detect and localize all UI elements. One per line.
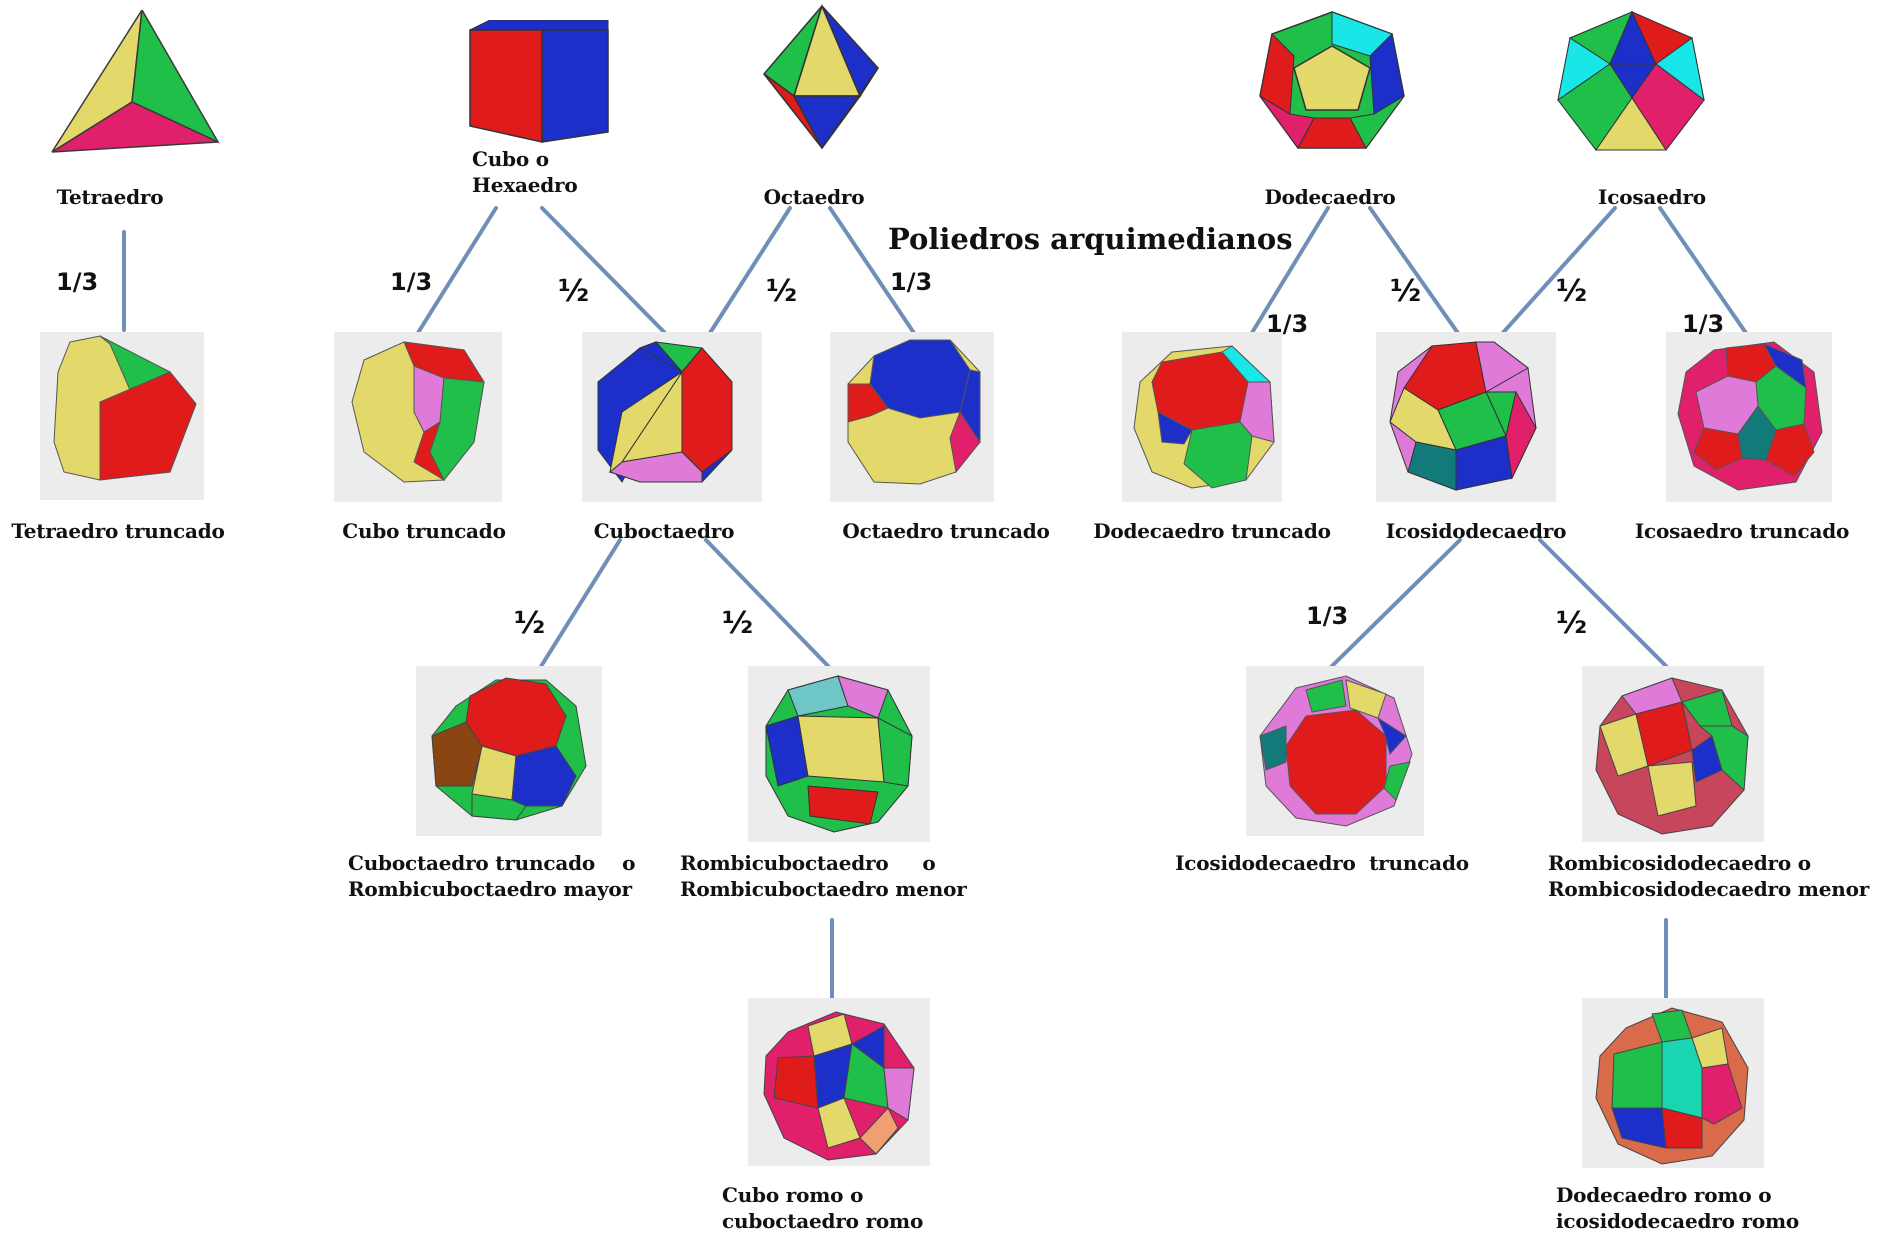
edge-cube-cubocta xyxy=(540,206,670,338)
ratio-dodeca-icosidodeca: ½ xyxy=(1390,274,1422,309)
ratio-cube-trunc: 1/3 xyxy=(390,268,433,296)
edge-icosa-icosidodeca xyxy=(1498,206,1617,338)
label-tetrahedron: Tetraedro xyxy=(56,185,164,209)
edge-icosa-trunc xyxy=(1658,206,1750,338)
snub-cube-image xyxy=(748,998,930,1166)
ratio-icosidodeca-trunc: 1/3 xyxy=(1306,602,1349,630)
edge-icosidodeca-rhombi xyxy=(1538,538,1670,670)
ratio-tetra: 1/3 xyxy=(56,268,99,296)
label-truncated-octahedron: Octaedro truncado xyxy=(842,519,1050,543)
ratio-octa-trunc: 1/3 xyxy=(890,268,933,296)
snub-dodecahedron-image xyxy=(1582,998,1764,1168)
truncated-tetrahedron-image xyxy=(40,332,204,500)
dodecahedron-image xyxy=(1258,10,1406,158)
label-truncated-icosahedron: Icosaedro truncado xyxy=(1634,519,1850,543)
edge-octa-trunc xyxy=(828,206,918,338)
label-snub-dodecahedron: Dodecaedro romo o icosidodecaedro romo xyxy=(1556,1183,1800,1233)
ratio-icosa-trunc: 1/3 xyxy=(1682,310,1725,338)
label-rhombicosidodecahedron: Rombicosidodecaedro o Rombicosidodecaedr… xyxy=(1548,851,1870,901)
truncated-octahedron-image xyxy=(830,332,994,502)
ratio-dodeca-trunc: 1/3 xyxy=(1266,310,1309,338)
ratio-cubocta-rhombi: ½ xyxy=(722,606,754,641)
edge-dodeca-icosidodeca xyxy=(1368,206,1462,338)
edge-cubocta-trunccubocta xyxy=(538,538,622,670)
cuboctahedron-image xyxy=(582,332,762,502)
truncated-icosidodecahedron-image xyxy=(1246,666,1424,836)
label-rhombicuboctahedron: Rombicuboctaedro o Rombicuboctaedro meno… xyxy=(680,851,967,901)
label-dodecahedron: Dodecaedro xyxy=(1264,185,1396,209)
rhombicuboctahedron-image xyxy=(748,666,930,842)
label-truncated-cuboctahedron: Cuboctaedro truncado o Rombicuboctaedro … xyxy=(348,851,636,901)
diagram-title: Poliedros arquimedianos xyxy=(888,222,1293,256)
label-cube: Cubo o Hexaedro xyxy=(472,147,578,197)
edge-cube-trunc xyxy=(414,206,498,338)
edge-cubocta-rhombi xyxy=(704,538,832,670)
label-octahedron: Octaedro xyxy=(763,185,865,209)
edge-dodeca-trunc xyxy=(1248,206,1330,338)
truncated-cuboctahedron-image xyxy=(416,666,602,836)
label-icosidodecahedron: Icosidodecaedro xyxy=(1385,519,1567,543)
label-icosahedron: Icosaedro xyxy=(1598,185,1706,209)
truncated-dodecahedron-image xyxy=(1122,332,1282,502)
rhombicosidodecahedron-image xyxy=(1582,666,1764,842)
label-cuboctahedron: Cuboctaedro xyxy=(593,519,735,543)
truncated-icosahedron-image xyxy=(1666,332,1832,502)
edge-octa-cubocta xyxy=(706,206,792,338)
ratio-cubocta-trunc: ½ xyxy=(514,606,546,641)
ratio-cube-cubocta: ½ xyxy=(558,274,590,309)
label-truncated-dodecahedron: Dodecaedro truncado xyxy=(1093,519,1331,543)
octahedron-image xyxy=(762,3,880,150)
icosidodecahedron-image xyxy=(1376,332,1556,502)
label-truncated-tetrahedron: Tetraedro truncado xyxy=(11,519,225,543)
ratio-icosa-icosidodeca: ½ xyxy=(1556,274,1588,309)
tetrahedron-image xyxy=(50,7,220,155)
label-truncated-icosidodecahedron: Icosidodecaedro truncado xyxy=(1175,851,1469,875)
icosahedron-image xyxy=(1556,10,1706,160)
cube-image xyxy=(468,19,610,145)
edge-icosidodeca-trunc xyxy=(1328,538,1462,670)
label-truncated-cube: Cubo truncado xyxy=(342,519,506,543)
label-snub-cube: Cubo romo o cuboctaedro romo xyxy=(722,1183,924,1233)
ratio-octa-cubocta: ½ xyxy=(766,274,798,309)
ratio-icosidodeca-rhombi: ½ xyxy=(1556,606,1588,641)
truncated-cube-image xyxy=(334,332,502,502)
